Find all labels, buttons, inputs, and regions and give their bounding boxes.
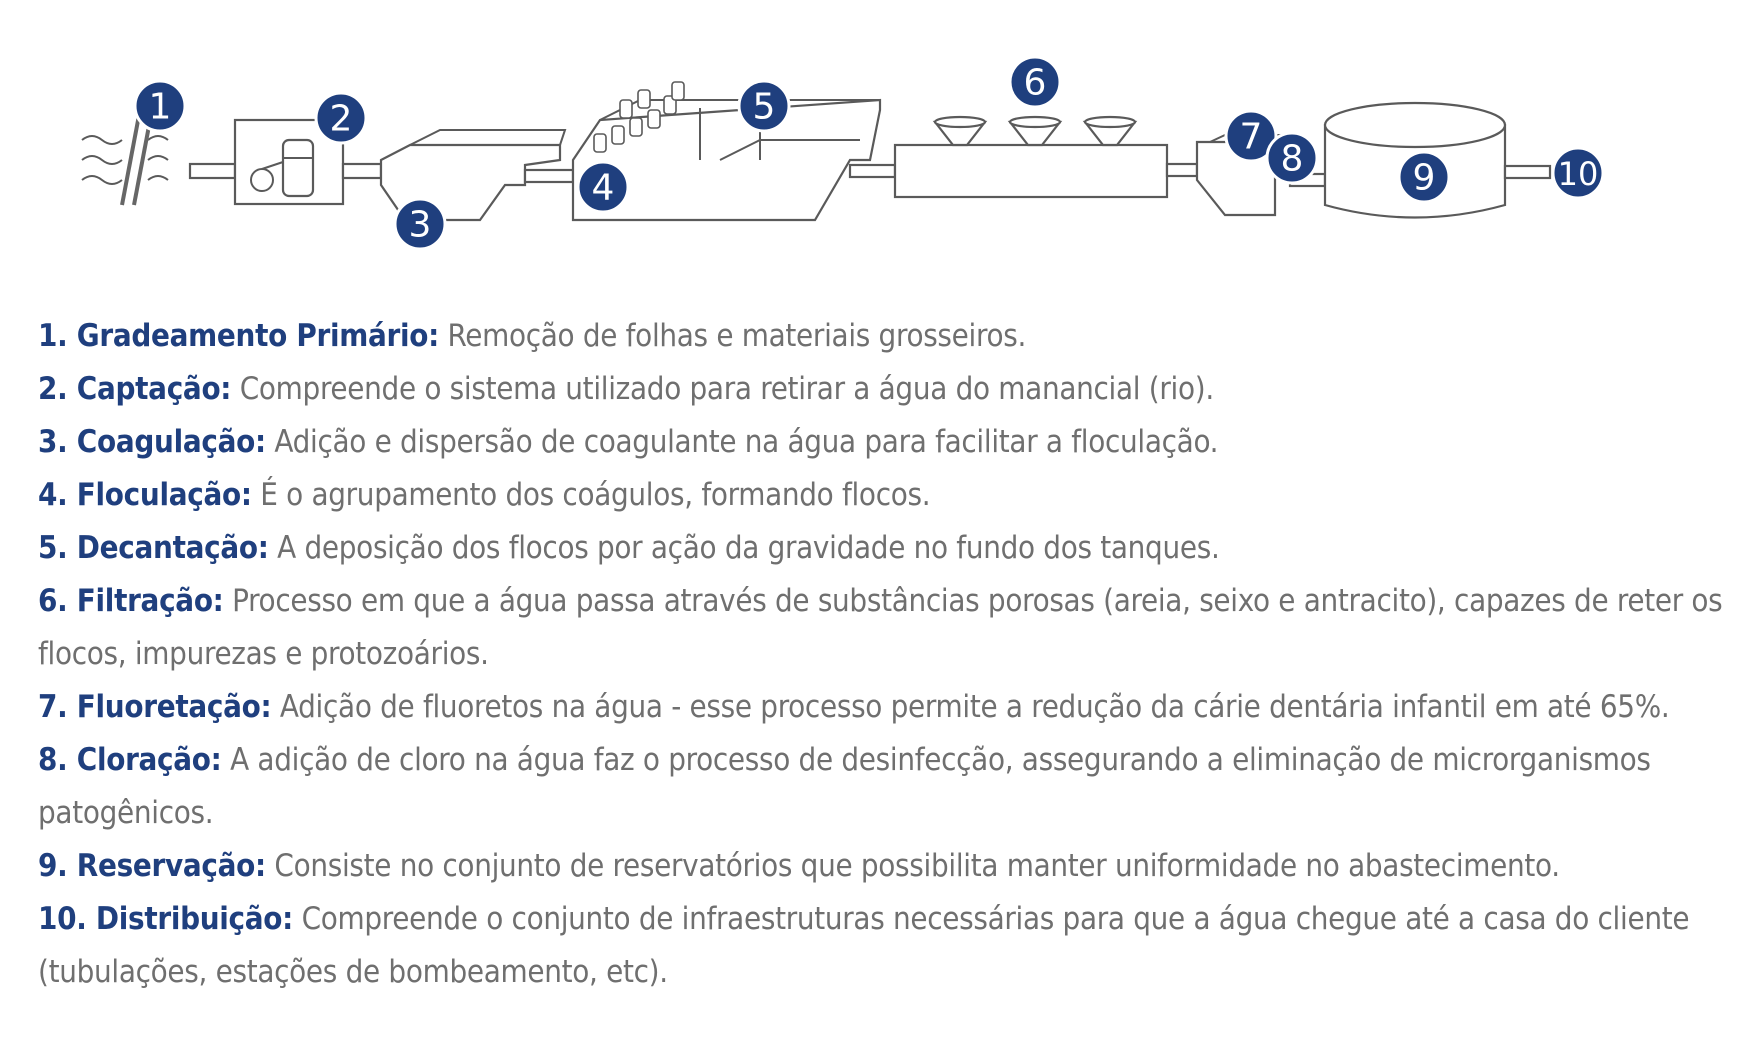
legend-item-10: 10. Distribuição: Compreende o conjunto … — [38, 893, 1728, 999]
legend-term: 4. Floculação: — [38, 477, 252, 513]
legend-item-9: 9. Reservação: Consiste no conjunto de r… — [38, 840, 1728, 893]
step-badge-7: 7 — [1224, 109, 1278, 163]
legend-item-8: 8. Cloração: A adição de cloro na água f… — [38, 734, 1728, 840]
legend-term: 1. Gradeamento Primário: — [38, 318, 439, 354]
step-badge-4: 4 — [576, 160, 630, 214]
legend-desc: Remoção de folhas e materiais grosseiros… — [447, 318, 1027, 354]
svg-text:6: 6 — [1024, 63, 1047, 104]
legend-term: 8. Cloração: — [38, 742, 222, 778]
legend-item-3: 3. Coagulação: Adição e dispersão de coa… — [38, 416, 1728, 469]
svg-text:5: 5 — [753, 87, 776, 128]
legend-term: 5. Decantação: — [38, 530, 269, 566]
step-badge-1: 1 — [133, 79, 187, 133]
legend-desc: Adição de fluoretos na água - esse proce… — [279, 689, 1670, 725]
flocculation-decantation-block — [571, 81, 882, 222]
legend-term: 10. Distribuição: — [38, 901, 294, 937]
step-badge-2: 2 — [314, 91, 368, 145]
filtration-unit — [893, 115, 1169, 199]
legend-item-6: 6. Filtração: Processo em que a água pas… — [38, 575, 1728, 681]
legend-term: 7. Fluoretação: — [38, 689, 272, 725]
legend-desc: Adição e dispersão de coagulante na água… — [274, 424, 1219, 460]
step-badge-8: 8 — [1265, 131, 1319, 185]
legend-desc: É o agrupamento dos coágulos, formando f… — [260, 477, 931, 513]
legend-desc: Compreende o sistema utilizado para reti… — [239, 371, 1214, 407]
step-badge-5: 5 — [737, 79, 791, 133]
svg-text:7: 7 — [1240, 117, 1263, 158]
legend-item-5: 5. Decantação: A deposição dos flocos po… — [38, 522, 1728, 575]
legend-item-1: 1. Gradeamento Primário: Remoção de folh… — [38, 310, 1728, 363]
legend-term: 6. Filtração: — [38, 583, 224, 619]
legend-desc: Processo em que a água passa através de … — [38, 583, 1723, 672]
legend-term: 9. Reservação: — [38, 848, 266, 884]
legend-desc: Compreende o conjunto de infraestruturas… — [38, 901, 1690, 990]
step-badge-3: 3 — [393, 197, 447, 251]
svg-text:1: 1 — [149, 87, 172, 128]
step-badge-10: 10 — [1551, 146, 1605, 200]
legend-desc: Consiste no conjunto de reservatórios qu… — [274, 848, 1560, 884]
svg-text:2: 2 — [330, 99, 353, 140]
step-badge-9: 9 — [1397, 150, 1451, 204]
svg-text:4: 4 — [592, 168, 615, 209]
svg-text:8: 8 — [1281, 139, 1304, 180]
svg-text:10: 10 — [1558, 155, 1599, 193]
legend-term: 3. Coagulação: — [38, 424, 266, 460]
process-legend: 1. Gradeamento Primário: Remoção de folh… — [38, 310, 1728, 999]
legend-item-2: 2. Captação: Compreende o sistema utiliz… — [38, 363, 1728, 416]
water-treatment-diagram: 1 2 3 4 5 6 7 8 9 10 — [81, 55, 1605, 251]
legend-item-7: 7. Fluoretação: Adição de fluoretos na á… — [38, 681, 1728, 734]
svg-text:9: 9 — [1413, 158, 1436, 199]
legend-term: 2. Captação: — [38, 371, 232, 407]
legend-desc: A deposição dos flocos por ação da gravi… — [277, 530, 1220, 566]
legend-item-4: 4. Floculação: É o agrupamento dos coágu… — [38, 469, 1728, 522]
step-badge-6: 6 — [1008, 55, 1062, 109]
legend-desc: A adição de cloro na água faz o processo… — [38, 742, 1651, 831]
svg-text:3: 3 — [409, 205, 432, 246]
